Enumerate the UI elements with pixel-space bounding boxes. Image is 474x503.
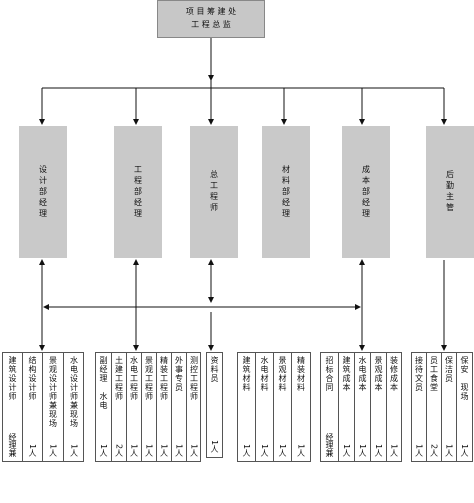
staff-group-cost: 招标合同 经理兼 建筑成本 1人 水电成本 1人 景观成本 1人 装修成本 1人 (320, 352, 402, 462)
staff-column: 建筑材料 1人 (238, 353, 256, 461)
staff-title: 测控工程师 (189, 356, 199, 401)
staff-column: 精装工程师 1人 (157, 353, 172, 461)
staff-title: 水电材料 (260, 356, 269, 392)
staff-column: 精装材料 1人 (292, 353, 310, 461)
staff-title: 景观材料 (278, 356, 287, 392)
staff-column: 结构设计师 1人 (23, 353, 43, 461)
staff-title: 保洁员 (444, 356, 454, 383)
staff-count: 1人 (144, 443, 154, 457)
staff-title: 外事专员 (174, 356, 184, 392)
staff-column: 景观材料 1人 (274, 353, 292, 461)
staff-count: 1人 (460, 443, 469, 457)
staff-column: 招标合同 经理兼 (321, 353, 339, 461)
staff-title: 景观工程师 (144, 356, 154, 401)
staff-column: 资料员 1人 (207, 353, 222, 457)
staff-column: 景观设计师兼现场 1人 (43, 353, 64, 461)
staff-count: 1人 (389, 443, 399, 457)
staff-title: 水电成本 (358, 356, 367, 392)
staff-title: 装修成本 (389, 356, 399, 392)
dept-materials-manager: 材料部经理 (262, 126, 310, 258)
staff-title: 资料员 (210, 356, 219, 383)
staff-count: 1人 (48, 443, 58, 457)
staff-group-engineering: 副经理 水电 1人 土建工程师 2人 水电工程师 1人 景观工程师 1人 精装工… (95, 352, 201, 462)
staff-title: 接待文员 (414, 356, 424, 392)
staff-count: 1人 (296, 443, 306, 457)
staff-count: 经理兼 (8, 433, 17, 457)
staff-column: 景观工程师 1人 (142, 353, 157, 461)
staff-count: 1人 (414, 443, 424, 457)
dept-design-manager: 设计部经理 (19, 126, 67, 258)
staff-count: 1人 (159, 443, 169, 457)
staff-count: 2人 (429, 443, 439, 457)
staff-column: 接待文员 1人 (412, 353, 427, 461)
dept-cost-manager: 成本部经理 (342, 126, 390, 258)
staff-count: 1人 (260, 443, 269, 457)
dept-label: 设计部经理 (38, 164, 48, 220)
staff-column: 测控工程师 1人 (187, 353, 201, 461)
staff-column: 景观成本 1人 (371, 353, 387, 461)
staff-title: 水电工程师 (129, 356, 139, 401)
staff-title: 招标合同 (325, 356, 334, 392)
staff-title: 副经理 水电 (99, 356, 108, 410)
staff-title: 保安 现场 (460, 356, 469, 401)
staff-count: 1人 (69, 443, 79, 457)
staff-count: 1人 (278, 443, 287, 457)
staff-column: 水电设计师兼现场 1人 (64, 353, 84, 461)
staff-count: 1人 (444, 443, 454, 457)
staff-title: 精装材料 (296, 356, 306, 392)
staff-column: 员工食堂 2人 (427, 353, 442, 461)
staff-count: 1人 (189, 443, 199, 457)
staff-title: 建筑成本 (342, 356, 351, 392)
staff-count: 1人 (129, 443, 139, 457)
staff-count: 2人 (114, 443, 124, 457)
staff-column: 建筑设计师 经理兼 (3, 353, 23, 461)
staff-title: 结构设计师 (28, 356, 37, 401)
staff-group-chief-engineer: 资料员 1人 (206, 352, 223, 458)
staff-title: 景观设计师兼现场 (48, 356, 58, 428)
dept-engineering-manager: 工程部经理 (114, 126, 162, 258)
staff-group-materials: 建筑材料 1人 水电材料 1人 景观材料 1人 精装材料 1人 (237, 352, 311, 462)
staff-title: 员工食堂 (429, 356, 439, 392)
root-title: 项 目 筹 建 处 (185, 7, 237, 16)
staff-column: 水电成本 1人 (355, 353, 371, 461)
staff-column: 水电材料 1人 (256, 353, 274, 461)
dept-chief-engineer: 总工程师 (190, 126, 238, 258)
dept-label: 总工程师 (209, 170, 219, 214)
dept-label: 后勤主管 (445, 170, 455, 214)
staff-count: 1人 (210, 439, 219, 453)
staff-column: 装修成本 1人 (387, 353, 401, 461)
staff-title: 建筑设计师 (8, 356, 17, 401)
staff-column: 副经理 水电 1人 (96, 353, 112, 461)
staff-column: 外事专员 1人 (172, 353, 187, 461)
staff-column: 保安 现场 1人 (457, 353, 472, 461)
staff-group-design: 建筑设计师 经理兼 结构设计师 1人 景观设计师兼现场 1人 水电设计师兼现场 … (2, 352, 84, 462)
dept-label: 工程部经理 (133, 164, 143, 220)
staff-title: 水电设计师兼现场 (69, 356, 79, 428)
staff-count: 1人 (174, 443, 184, 457)
staff-count: 1人 (342, 443, 351, 457)
staff-title: 精装工程师 (159, 356, 169, 401)
dept-logistics-supervisor: 后勤主管 (426, 126, 474, 258)
staff-title: 建筑材料 (242, 356, 251, 392)
staff-count: 1人 (242, 443, 251, 457)
staff-column: 水电工程师 1人 (127, 353, 142, 461)
staff-count: 1人 (99, 443, 108, 457)
staff-column: 土建工程师 2人 (112, 353, 127, 461)
staff-count: 经理兼 (325, 433, 334, 457)
staff-column: 建筑成本 1人 (339, 353, 355, 461)
staff-count: 1人 (358, 443, 367, 457)
staff-column: 保洁员 1人 (442, 353, 457, 461)
staff-group-logistics: 接待文员 1人 员工食堂 2人 保洁员 1人 保安 现场 1人 (411, 352, 473, 462)
dept-label: 材料部经理 (281, 164, 291, 220)
staff-title: 土建工程师 (114, 356, 124, 401)
staff-count: 1人 (374, 443, 383, 457)
dept-label: 成本部经理 (361, 164, 371, 220)
staff-title: 景观成本 (374, 356, 383, 392)
staff-count: 1人 (28, 443, 37, 457)
project-director-box: 项 目 筹 建 处 工 程 总 监 (157, 0, 265, 38)
root-subtitle: 工 程 总 监 (191, 20, 231, 29)
